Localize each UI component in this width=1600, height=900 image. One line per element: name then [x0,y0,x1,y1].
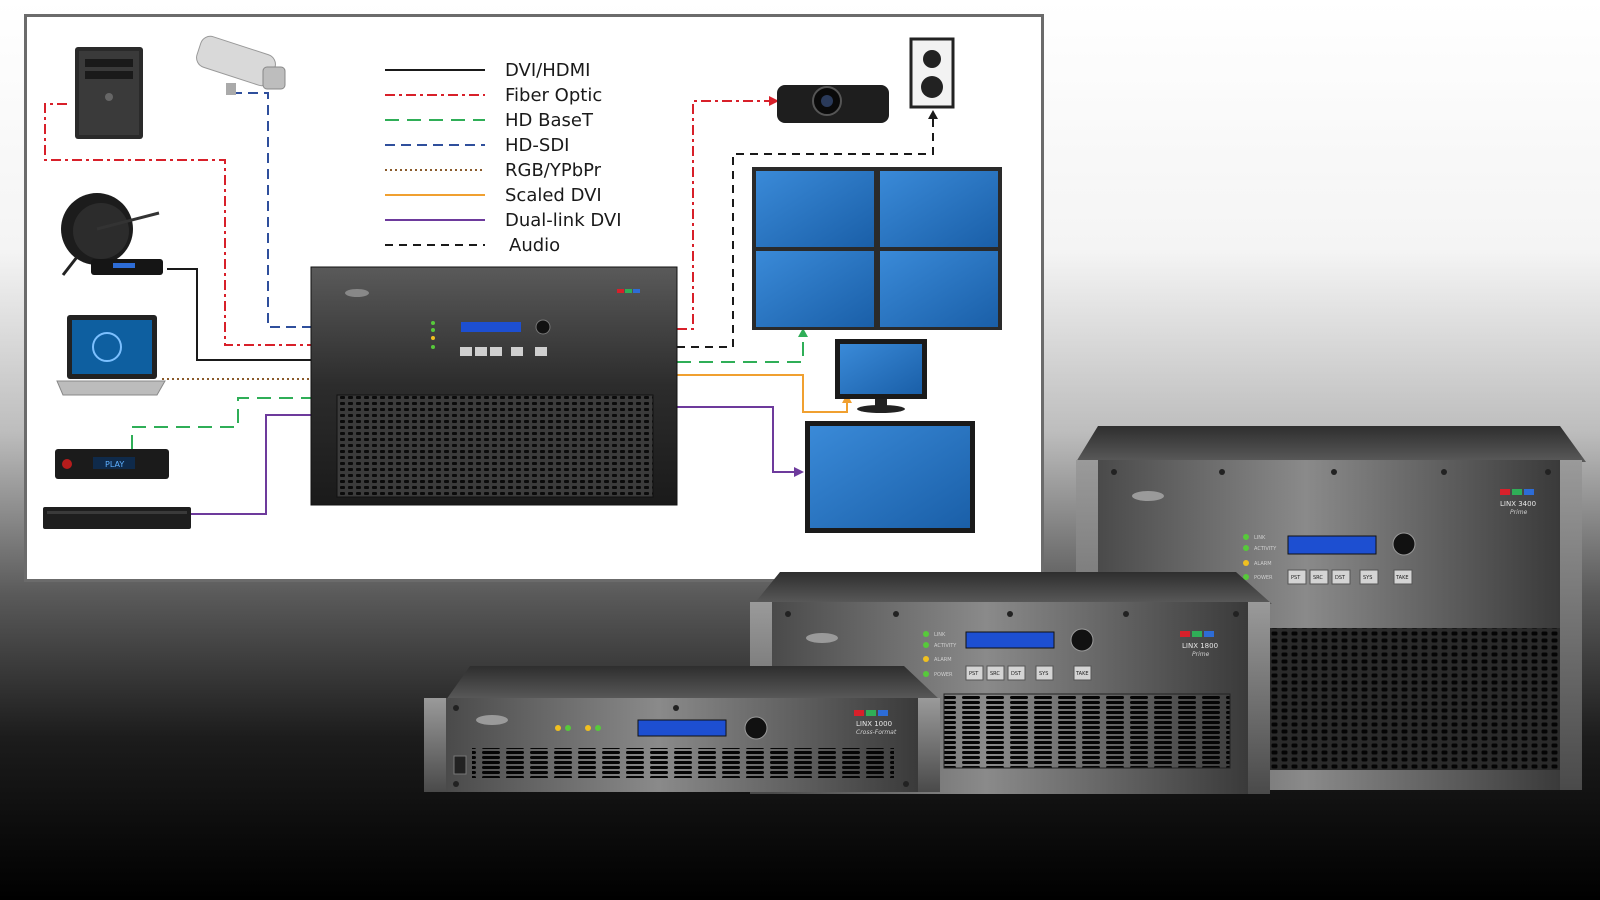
status-label-alarm: ALARM [934,657,952,663]
connection-lines [44,92,938,515]
status-label-power: POWER [934,672,953,678]
large-display-icon [805,421,975,533]
video-wall-icon [752,167,1002,330]
legend-entry: HD BaseT [385,110,594,131]
legend-label: Fiber Optic [505,85,602,106]
legend-entry: Audio [385,235,560,256]
connection-diagram: DVI/HDMI Fiber Optic HD BaseT HD-SDI RGB/YPb… [43,35,1002,533]
status-label-power: POWER [1254,575,1273,581]
legend: DVI/HDMI Fiber Optic HD BaseT HD-SDI RGB/YPb… [385,60,622,256]
button-sys: SYS [1039,671,1048,677]
legend-label: Dual-link DVI [505,210,622,231]
satellite-receiver-icon [61,193,163,276]
projector-icon [777,85,889,123]
legend-entry: Scaled DVI [385,185,602,206]
linx-1000-chassis: LINX 1000 Cross-Format [424,666,940,792]
legend-entry: DVI/HDMI [385,60,590,81]
status-label-link: LINK [934,632,946,638]
legend-label: HD-SDI [505,135,570,156]
button-src: SRC [1313,575,1323,581]
security-camera-icon [196,35,286,95]
linx-1800-chassis: LINK ACTIVITY ALARM POWER PST SRC DST SY… [750,572,1272,794]
legend-label: HD BaseT [505,110,594,131]
bluray-player-icon: PLAY [55,449,169,479]
pc-tower-icon [75,47,143,139]
button-sys: SYS [1363,575,1372,581]
player-display-label: PLAY [105,460,124,469]
button-dst: DST [1011,671,1022,677]
laptop-icon [56,315,166,396]
status-label-activity: ACTIVITY [934,643,957,649]
linx-3400-chassis: LINK ACTIVITY ALARM POWER PST SRC DST SY… [1076,426,1586,790]
button-take: TAKE [1395,575,1409,581]
legend-label: RGB/YPbPr [505,160,602,181]
button-pst: PST [1291,575,1301,581]
button-take: TAKE [1075,671,1089,677]
button-dst: DST [1335,575,1346,581]
rack-unit-small-icon [43,507,191,529]
diagram-panel: DVI/HDMI Fiber Optic HD BaseT HD-SDI RGB/YPb… [24,14,1044,582]
legend-entry: Dual-link DVI [385,210,622,231]
legend-entry: RGB/YPbPr [385,160,602,181]
router-chassis-diagram [310,266,678,506]
speaker-icon [909,37,955,109]
model-name-linx-1800: LINX 1800 [1182,642,1218,650]
monitor-icon [835,339,927,413]
button-pst: PST [969,671,979,677]
legend-entry: Fiber Optic [385,85,602,106]
status-label-link: LINK [1254,535,1266,541]
legend-entry: HD-SDI [385,135,570,156]
legend-label: Scaled DVI [505,185,602,206]
legend-label: Audio [509,235,560,256]
button-src: SRC [990,671,1000,677]
model-sub-linx-3400: Prime [1510,509,1528,516]
model-sub-linx-1000: Cross-Format [856,729,897,736]
status-label-alarm: ALARM [1254,561,1272,567]
legend-label: DVI/HDMI [505,60,590,81]
model-name-linx-3400: LINX 3400 [1500,500,1536,508]
model-name-linx-1000: LINX 1000 [856,720,892,728]
model-sub-linx-1800: Prime [1192,651,1210,658]
status-label-activity: ACTIVITY [1254,546,1277,552]
